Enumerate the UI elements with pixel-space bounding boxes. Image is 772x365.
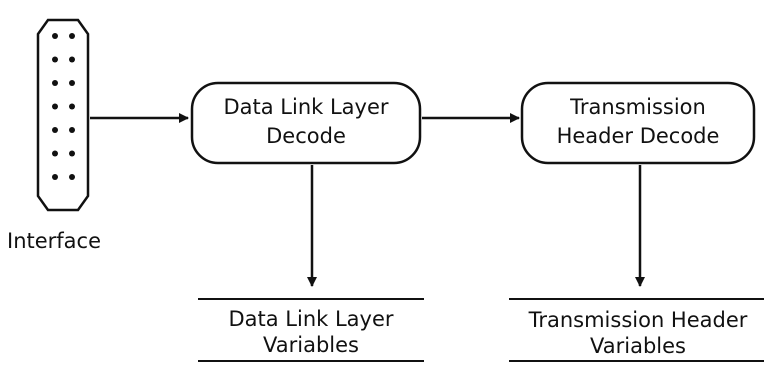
interface-pin: [52, 127, 58, 133]
interface-pin: [69, 33, 75, 39]
dll-decode-line1: Data Link Layer: [223, 95, 388, 119]
interface-pin: [52, 150, 58, 157]
interface-connector: [36, 18, 90, 212]
th-decode-line2: Header Decode: [557, 124, 720, 148]
dll-variables-line1: Data Link Layer: [228, 307, 393, 331]
th-variables-line2: Variables: [590, 334, 686, 358]
interface-label: Interface: [7, 229, 101, 253]
interface-pin: [69, 56, 75, 63]
th-decode-box: [520, 81, 756, 165]
th-decode-node: Transmission Header Decode: [520, 81, 756, 165]
dll-decode-line2: Decode: [266, 124, 346, 148]
dll-variables-line2: Variables: [263, 333, 359, 357]
dll-decode-node: Data Link Layer Decode: [190, 81, 422, 165]
interface-pins: [52, 33, 75, 180]
dll-decode-box: [190, 81, 422, 165]
interface-pin: [69, 80, 75, 86]
interface-pin: [69, 150, 75, 157]
dll-variables-store: Data Link Layer Variables: [198, 298, 424, 362]
th-decode-line1: Transmission: [569, 95, 706, 119]
interface-pin: [52, 56, 58, 63]
interface-pin: [52, 103, 58, 110]
interface-pin: [69, 174, 75, 180]
interface-pin: [52, 33, 58, 39]
th-variables-line1: Transmission Header: [528, 308, 748, 332]
th-variables-store: Transmission Header Variables: [509, 298, 764, 362]
interface-pin: [52, 174, 58, 180]
interface-connector-outline: [36, 18, 90, 212]
interface-pin: [52, 80, 58, 86]
interface-pin: [69, 103, 75, 110]
interface-pin: [69, 127, 75, 133]
